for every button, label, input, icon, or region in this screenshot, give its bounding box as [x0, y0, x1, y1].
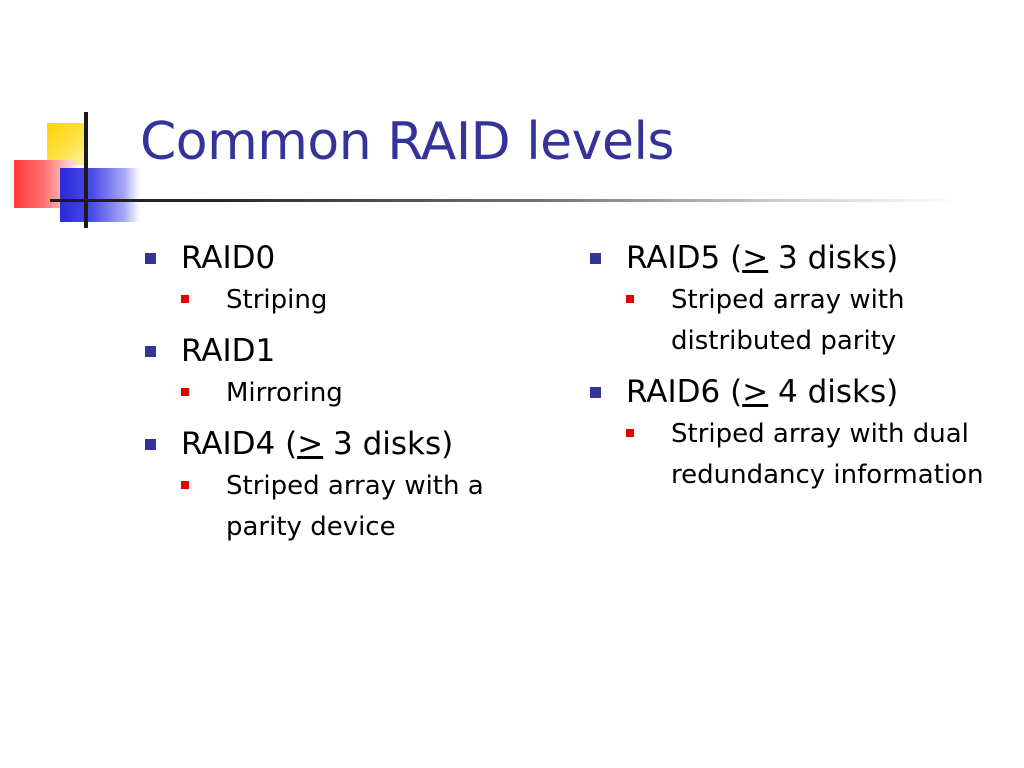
vertical-divider-line — [84, 112, 88, 228]
left-bullet-list: RAID0 Striping RAID1 Mirroring RAID4 (> … — [145, 236, 565, 556]
sub-bullet: Striping — [181, 280, 565, 321]
small-square-bullet-icon — [181, 388, 189, 396]
label-prefix: RAID6 ( — [626, 374, 743, 410]
greater-or-equal-symbol: > — [742, 374, 769, 410]
bullet-label: RAID5 (> 3 disks) — [626, 236, 1010, 280]
slide-title: Common RAID levels — [140, 112, 674, 172]
bullet-label: RAID1 — [181, 333, 276, 369]
yellow-square-decoration — [47, 123, 85, 165]
square-bullet-icon — [145, 346, 156, 357]
bullet-raid1: RAID1 Mirroring — [145, 329, 565, 414]
bullet-raid5: RAID5 (> 3 disks) Striped array with dis… — [590, 236, 1010, 362]
bullet-raid0: RAID0 Striping — [145, 236, 565, 321]
sub-bullet-text: Striped array with a parity device — [226, 471, 484, 542]
bullet-raid4: RAID4 (> 3 disks) Striped array with a p… — [145, 422, 565, 548]
sub-bullet: Mirroring — [181, 373, 565, 414]
bullet-label: RAID6 (> 4 disks) — [626, 370, 1010, 414]
square-bullet-icon — [590, 253, 601, 264]
sub-bullet: Striped array with a parity device — [181, 466, 565, 548]
sub-bullet-text: Striped array with dual redundancy infor… — [671, 419, 984, 490]
right-bullet-list: RAID5 (> 3 disks) Striped array with dis… — [590, 236, 1010, 504]
square-bullet-icon — [145, 439, 156, 450]
title-underline — [50, 199, 960, 202]
label-prefix: RAID4 ( — [181, 426, 298, 462]
bullet-label: RAID4 (> 3 disks) — [181, 422, 565, 466]
square-bullet-icon — [590, 387, 601, 398]
sub-bullet: Striped array with distributed parity — [626, 280, 1010, 362]
sub-bullet-text: Mirroring — [226, 378, 343, 408]
sub-bullet-text: Striping — [226, 285, 328, 315]
small-square-bullet-icon — [181, 295, 189, 303]
square-bullet-icon — [145, 253, 156, 264]
bullet-raid6: RAID6 (> 4 disks) Striped array with dua… — [590, 370, 1010, 496]
greater-or-equal-symbol: > — [742, 240, 769, 276]
label-suffix: 3 disks) — [323, 426, 454, 462]
small-square-bullet-icon — [181, 481, 189, 489]
label-prefix: RAID5 ( — [626, 240, 743, 276]
label-suffix: 3 disks) — [768, 240, 899, 276]
small-square-bullet-icon — [626, 295, 634, 303]
decorative-logo — [0, 0, 140, 240]
label-suffix: 4 disks) — [768, 374, 899, 410]
bullet-label: RAID0 — [181, 240, 276, 276]
sub-bullet-text: Striped array with distributed parity — [671, 285, 905, 356]
greater-or-equal-symbol: > — [297, 426, 324, 462]
sub-bullet: Striped array with dual redundancy infor… — [626, 414, 1010, 496]
blue-square-decoration — [60, 168, 140, 222]
small-square-bullet-icon — [626, 429, 634, 437]
